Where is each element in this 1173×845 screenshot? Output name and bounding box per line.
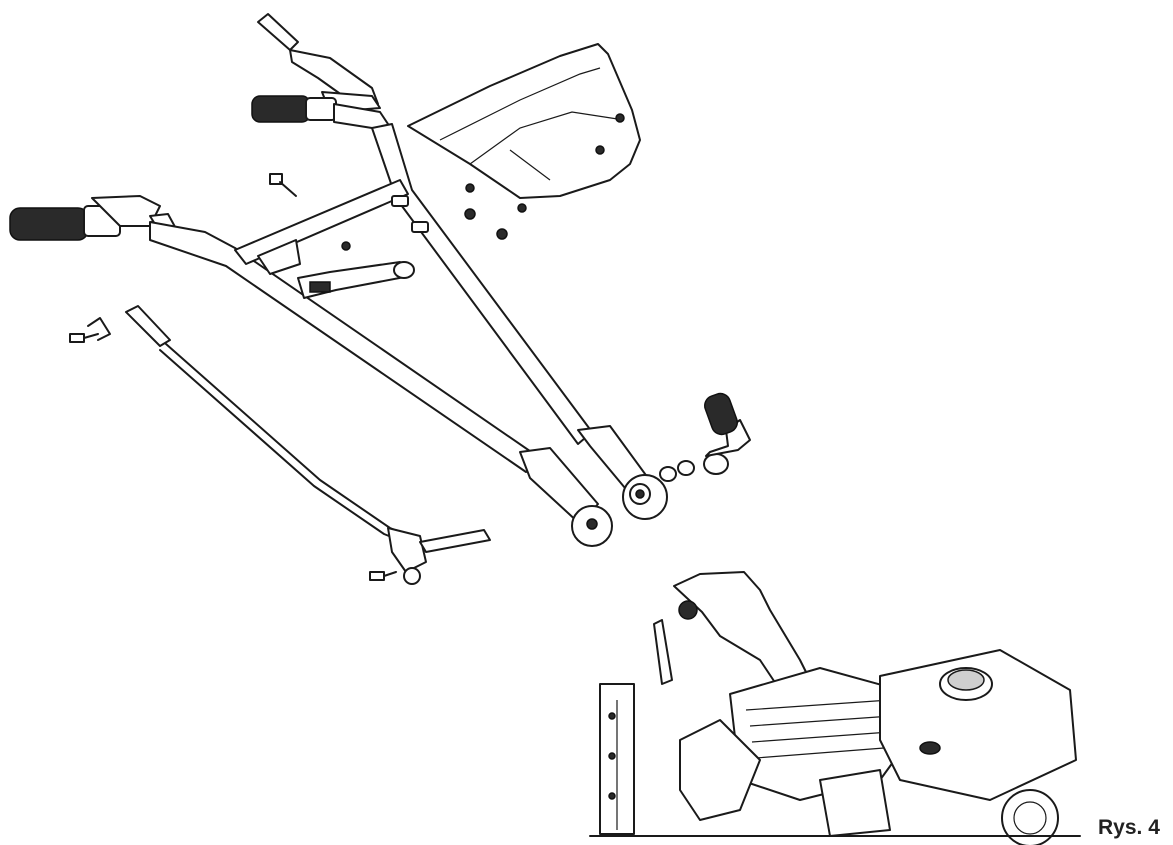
guard-nuts	[464, 208, 508, 240]
guard-plate	[407, 43, 641, 213]
figure-caption: Rys. 4	[1098, 816, 1160, 839]
clutch-rod	[125, 305, 491, 585]
bolt-top	[269, 173, 297, 197]
engine-frame-body	[589, 571, 1081, 845]
handle-lock-crank	[659, 392, 751, 482]
pin-and-bolt-left	[69, 317, 111, 343]
left-handlebar-tube	[149, 221, 613, 547]
bolt-bottom	[369, 571, 397, 581]
handlebar-cross-brace	[234, 179, 429, 275]
gear-shift-lever	[297, 261, 415, 299]
